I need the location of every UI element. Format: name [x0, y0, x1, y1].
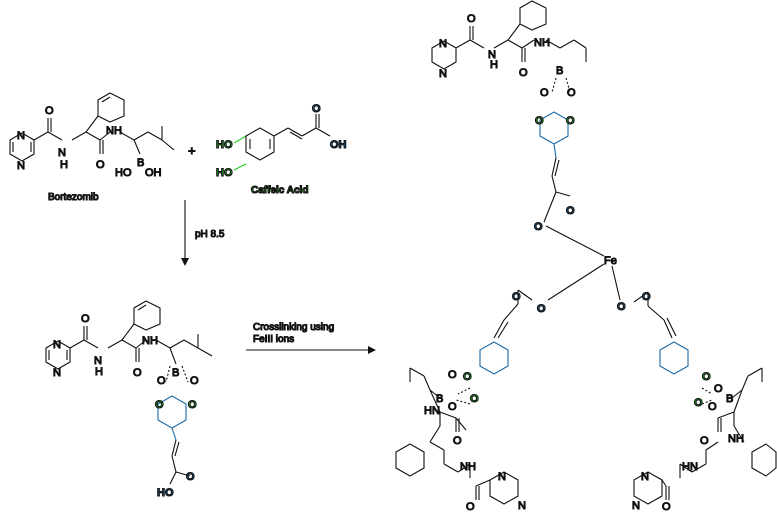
caffeic-acid-structure [233, 114, 331, 171]
fe-right-b: B [726, 393, 733, 405]
fe-top-h-1: H [490, 59, 498, 71]
caffeic-oh: OH [330, 139, 347, 151]
fe-left-o-cat-1: O [463, 371, 472, 383]
boronate-ester-structure [45, 300, 213, 485]
arrow-down-head [181, 258, 189, 266]
fe-right-pyr-n-2: N [632, 500, 640, 512]
crosslink-label-line1: Crosslinking using [253, 322, 334, 333]
bortezomib-label: Bortezomib [48, 192, 99, 203]
fe-top-b: B [556, 65, 563, 77]
atom-ho-b: HO [115, 167, 132, 179]
fe-right-o-b-2: O [708, 401, 717, 413]
atom-nh-2: NH [106, 125, 122, 137]
ester-pyrazine-n-1: N [53, 339, 61, 351]
ester-h-1: H [95, 366, 103, 378]
fe-left-pyr-n-1: N [498, 471, 506, 483]
plus-sign: + [188, 143, 196, 158]
ester-pyrazine-n-2: N [53, 367, 61, 379]
fe-left-o-b-1: O [448, 369, 457, 381]
fe-left-nh: NH [460, 461, 476, 473]
fe-right-o-amide-1: O [700, 435, 709, 447]
fe-right-o-amide-2: O [662, 501, 671, 513]
fe-top-n-1: N [439, 38, 447, 50]
fe-left-o-carbonyl: O [512, 291, 521, 303]
fe-left-o-link: O [537, 303, 546, 315]
fe-left-pyr-n-2: N [518, 500, 526, 512]
atom-o-carbonyl-2: O [96, 159, 105, 171]
atom-n-2: N [17, 160, 25, 172]
fe-left-o-amide-1: O [453, 435, 462, 447]
fe-top-o-b-1: O [540, 87, 549, 99]
crosslink-label-line2: FeIII ions [253, 334, 294, 345]
fe-left-hn-1: HN [424, 405, 440, 417]
ester-nh-1: N [94, 355, 102, 367]
arrow-right-head [368, 346, 376, 354]
ester-b: B [172, 367, 179, 379]
fe-top-nh-1: N [488, 49, 496, 61]
fe-right-o-cat-1: O [702, 371, 711, 383]
ester-o-b-2: O [190, 375, 199, 387]
ester-o-1: O [81, 313, 90, 325]
fe-left-b: B [436, 393, 443, 405]
caffeic-ho-1: HO [216, 139, 233, 151]
fe-right-o-link: O [617, 301, 626, 313]
ester-acid-o: O [186, 471, 195, 483]
fe-complex-structure [395, 0, 777, 505]
fe-right-nh-1: NH [728, 433, 744, 445]
fe-top-nh-2: NH [534, 37, 550, 49]
fe-left-o-cat-2: O [470, 393, 479, 405]
atom-b-oh: OH [145, 167, 162, 179]
fe-right-hn: HN [682, 461, 698, 473]
fe-top-o-2: O [519, 67, 528, 79]
ester-o-b-1: O [157, 375, 166, 387]
fe-right-o-b-1: O [714, 383, 723, 395]
fe-right-o-carbonyl: O [642, 291, 651, 303]
caffeic-ho-2: HO [216, 167, 233, 179]
fe-right-o-cat-2: O [694, 397, 703, 409]
ester-o-cat-1: O [155, 399, 164, 411]
fe-top-n-2: N [439, 68, 447, 80]
ph-condition: pH 8.5 [195, 229, 225, 240]
fe-top-o-link: O [534, 221, 543, 233]
atom-o-carbonyl-1: O [45, 105, 54, 117]
iron-atom: Fe [604, 255, 617, 267]
atom-n-1: N [17, 130, 25, 142]
atom-h-1: H [60, 159, 68, 171]
caffeic-acid-label: Caffeic Acid [251, 185, 308, 196]
fe-top-o-cat-1: O [535, 115, 544, 127]
atom-b-1: B [137, 157, 144, 169]
fe-top-o-1: O [467, 13, 476, 25]
atom-nh-1: N [58, 147, 66, 159]
fe-left-o-amide-2: O [466, 501, 475, 513]
fe-left-o-b-2: O [448, 401, 457, 413]
ester-acid-ho: HO [157, 487, 174, 499]
bortezomib-structure [9, 92, 175, 162]
ester-o-cat-2: O [188, 399, 197, 411]
ester-o-2: O [133, 367, 142, 379]
fe-right-pyr-n-1: N [641, 471, 649, 483]
caffeic-o: O [312, 103, 321, 115]
ester-nh-2: NH [142, 335, 158, 347]
fe-top-o-cat-2: O [566, 115, 575, 127]
fe-top-o-b-2: O [567, 87, 576, 99]
fe-top-o-carbonyl: O [566, 205, 575, 217]
